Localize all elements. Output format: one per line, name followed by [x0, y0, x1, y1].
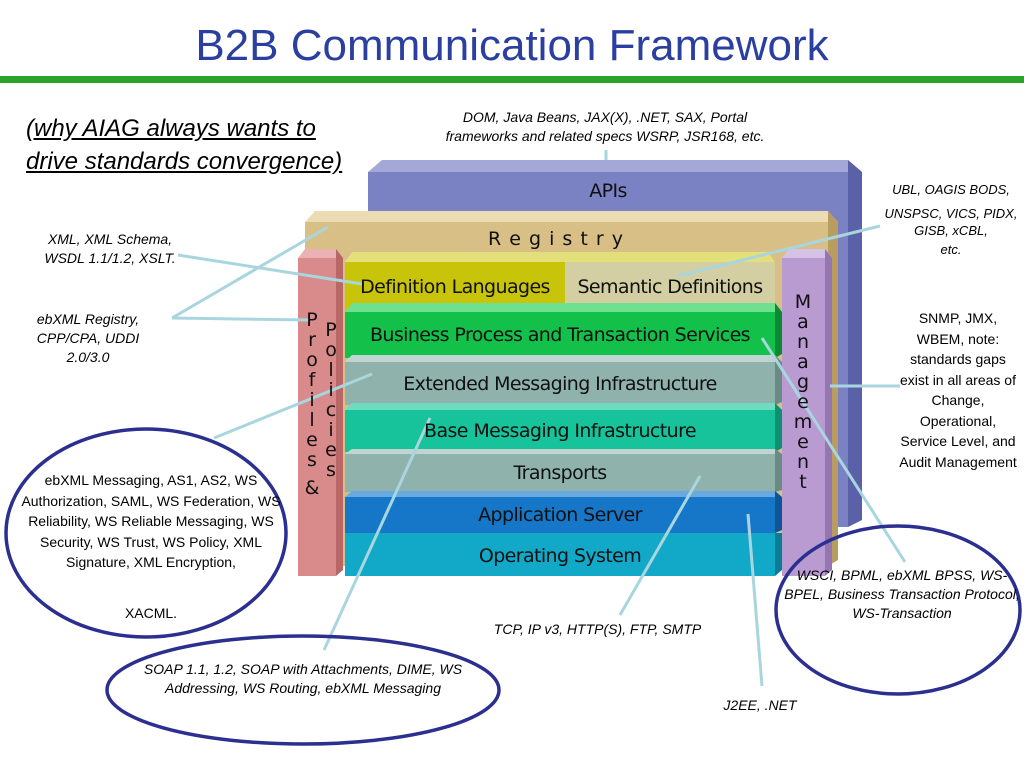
- connector-soap: [322, 417, 432, 651]
- profiles-letter: P: [306, 309, 318, 331]
- profiles-letter: i: [309, 389, 315, 411]
- note-snmp: SNMP, JMX, WBEM, note: standards gaps ex…: [899, 310, 1017, 470]
- policies-letter: l: [328, 359, 334, 381]
- note-xacml: XACML.: [124, 605, 178, 621]
- profiles-letter: &: [304, 477, 320, 499]
- note-apis-specs: DOM, Java Beans, JAX(X), .NET, SAX, Port…: [445, 109, 765, 144]
- policies-label: P o l i c i e s: [320, 320, 342, 480]
- page-title: B2B Communication Framework: [195, 21, 829, 70]
- note-ubl-line3: etc.: [940, 242, 962, 257]
- connector-wsci: [760, 337, 907, 563]
- note-soap: SOAP 1.1, 1.2, SOAP with Attachments, DI…: [143, 661, 463, 696]
- connector-registry-2: [171, 316, 311, 322]
- management-column: [782, 258, 825, 576]
- profiles-column-top: [298, 249, 343, 258]
- extended-messaging-label: Extended Messaging Infrastructure: [403, 372, 717, 395]
- application-server-block: [345, 497, 775, 533]
- policies-letter: i: [328, 419, 334, 441]
- management-letter: n: [796, 451, 810, 473]
- connector-xml: [177, 253, 363, 286]
- profiles-column: [298, 258, 336, 576]
- base-messaging-label: Base Messaging Infrastructure: [424, 420, 697, 442]
- operating-system-block: [345, 533, 775, 576]
- management-column-side: [825, 249, 832, 576]
- profiles-letter: o: [306, 349, 318, 371]
- policies-letter: o: [325, 339, 337, 361]
- connector-j2ee: [746, 513, 764, 687]
- extended-messaging-block: [345, 362, 775, 405]
- management-letter: a: [797, 351, 809, 373]
- connector-ebxml: [213, 372, 373, 440]
- profiles-letter: f: [308, 369, 316, 391]
- note-ebxml-registry: ebXML Registry, CPP/CPA, UDDI 2.0/3.0: [36, 311, 140, 365]
- subtitle: (why AIAG always wants to drive standard…: [26, 115, 343, 175]
- ellipse-ebxml-messaging: [4, 427, 288, 639]
- connector-registry-1: [171, 225, 329, 320]
- management-column-top: [782, 249, 832, 258]
- management-letter: e: [797, 391, 809, 413]
- note-ubl-line1: UBL, OAGIS BODS,: [892, 182, 1010, 197]
- management-letter: e: [797, 431, 809, 453]
- registry-label: R e g i s t r y: [488, 228, 624, 250]
- note-xml-specs: XML, XML Schema, WSDL 1.1/1.2, XSLT.: [44, 231, 176, 266]
- transports-block: [345, 454, 775, 492]
- apis-block-top: [368, 160, 862, 172]
- ellipse-wsci: [774, 524, 1022, 696]
- policies-letter: s: [326, 459, 336, 481]
- management-letter: g: [796, 371, 810, 393]
- business-process-block: [345, 312, 775, 358]
- profiles-column-side: [336, 249, 343, 576]
- profiles-letter: e: [306, 429, 318, 451]
- policies-letter: c: [325, 399, 337, 421]
- application-server-label: Application Server: [478, 504, 642, 526]
- policies-letter: e: [325, 439, 337, 461]
- title-underline: [0, 76, 1024, 83]
- connector-ubl: [677, 224, 881, 278]
- profiles-letter: l: [309, 409, 315, 431]
- apis-block-side: [848, 160, 862, 527]
- operating-system-label: Operating System: [478, 545, 642, 567]
- management-letter: m: [793, 411, 813, 433]
- management-letter: t: [799, 471, 807, 493]
- registry-block-top: [305, 211, 838, 222]
- management-label: M a n a g e m e n t: [790, 292, 816, 492]
- definition-languages-label: Definition Languages: [360, 276, 550, 298]
- profiles-letter: s: [307, 449, 317, 471]
- policies-letter: i: [328, 379, 334, 401]
- profiles-label: P r o f i l e s &: [300, 310, 324, 498]
- policies-letter: P: [325, 319, 337, 341]
- ellipse-soap: [105, 634, 501, 746]
- note-ebxml-messaging: ebXML Messaging, AS1, AS2, WS Authorizat…: [21, 472, 281, 570]
- management-letter: a: [797, 311, 809, 333]
- connector-tcp: [618, 475, 702, 616]
- note-ubl-line2: UNSPSC, VICS, PIDX, GISB, xCBL,: [884, 206, 1018, 238]
- profiles-letter: r: [308, 329, 316, 351]
- note-wsci: WSCI, BPML, ebXML BPSS, WS-BPEL, Busines…: [784, 567, 1020, 621]
- transports-label: Transports: [513, 462, 607, 484]
- note-tcp: TCP, IP v3, HTTP(S), FTP, SMTP: [493, 621, 702, 637]
- business-process-label: Business Process and Transaction Service…: [370, 324, 751, 346]
- apis-label: APIs: [589, 180, 627, 202]
- management-letter: M: [794, 291, 812, 313]
- semantic-definitions-label: Semantic Definitions: [577, 276, 763, 298]
- management-letter: n: [796, 331, 810, 353]
- note-j2ee: J2EE, .NET: [723, 697, 797, 713]
